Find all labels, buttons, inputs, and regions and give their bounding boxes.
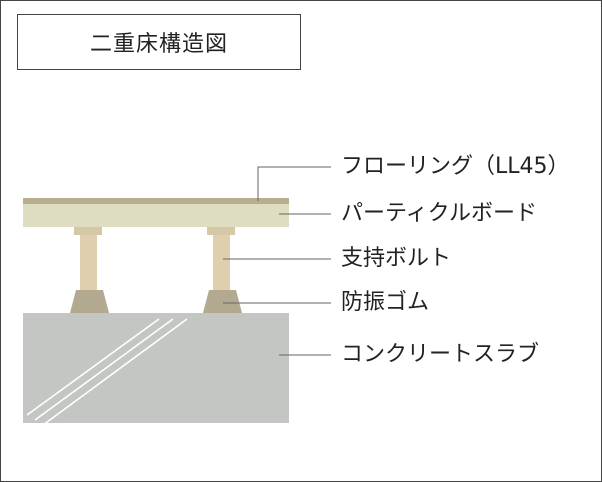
concrete-slab [23, 313, 289, 423]
diagram-title: 二重床構造図 [17, 14, 301, 70]
support-bolt-left [80, 235, 97, 290]
slab-hatch-lines [26, 318, 188, 426]
vibration-rubber-right [203, 290, 242, 313]
vibration-rubber-left [70, 290, 109, 313]
leader-lines [223, 166, 331, 356]
label-particleboard: パーティクルボード [341, 201, 538, 226]
particle-board [23, 203, 289, 227]
bolt-cap-left [74, 227, 102, 235]
leader-flooring [257, 166, 331, 201]
label-flooring: フローリング（LL45） [341, 154, 570, 179]
support-bolt-right [213, 235, 230, 290]
flooring-layer [23, 198, 289, 204]
label-concrete-slab: コンクリートスラブ [341, 342, 540, 367]
label-support-bolt: 支持ボルト [341, 246, 452, 271]
label-vibration-rubber: 防振ゴム [341, 290, 430, 315]
bolt-cap-right [207, 227, 235, 235]
